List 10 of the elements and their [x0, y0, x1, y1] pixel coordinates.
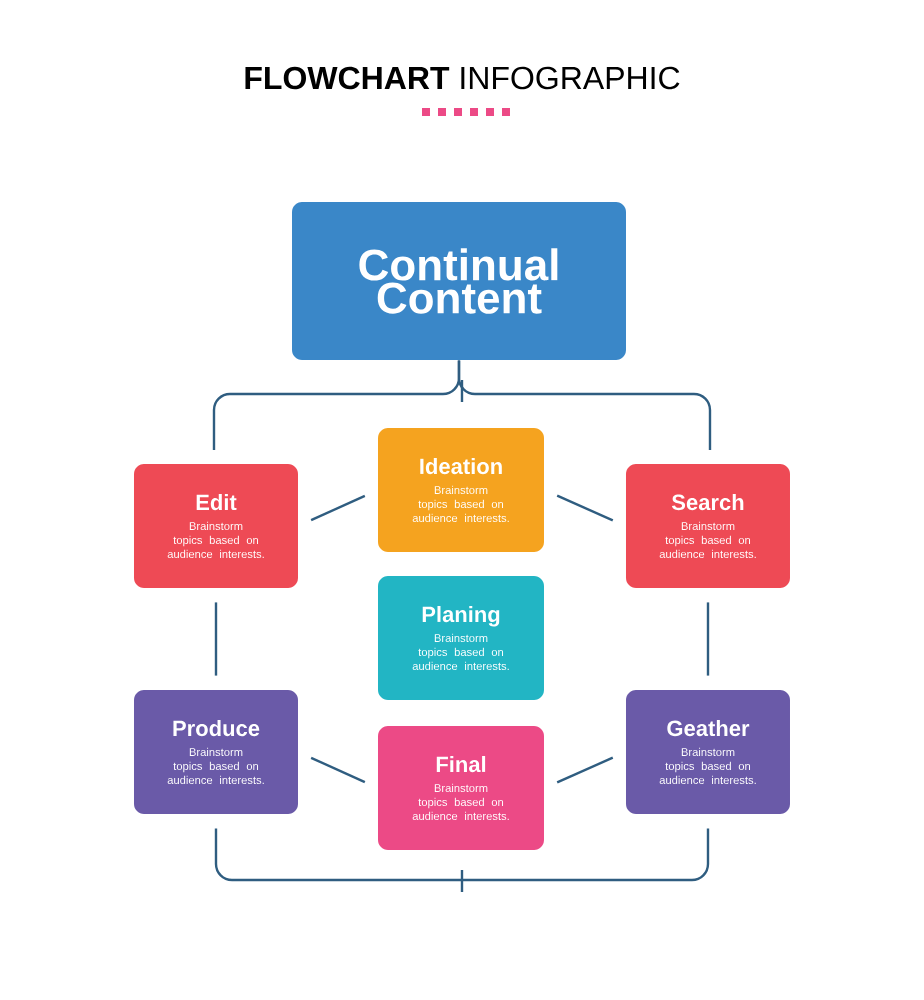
connector-line	[214, 602, 218, 676]
title: FLOWCHART INFOGRAPHIC	[245, 66, 680, 90]
connector-line	[556, 494, 614, 522]
connector-line	[706, 602, 710, 676]
connector-line	[457, 360, 712, 450]
connector-line	[310, 494, 366, 522]
connector-line	[556, 756, 614, 784]
connector-line	[310, 756, 366, 784]
connector-line	[214, 828, 710, 882]
title-box: Continual Content	[292, 202, 626, 360]
